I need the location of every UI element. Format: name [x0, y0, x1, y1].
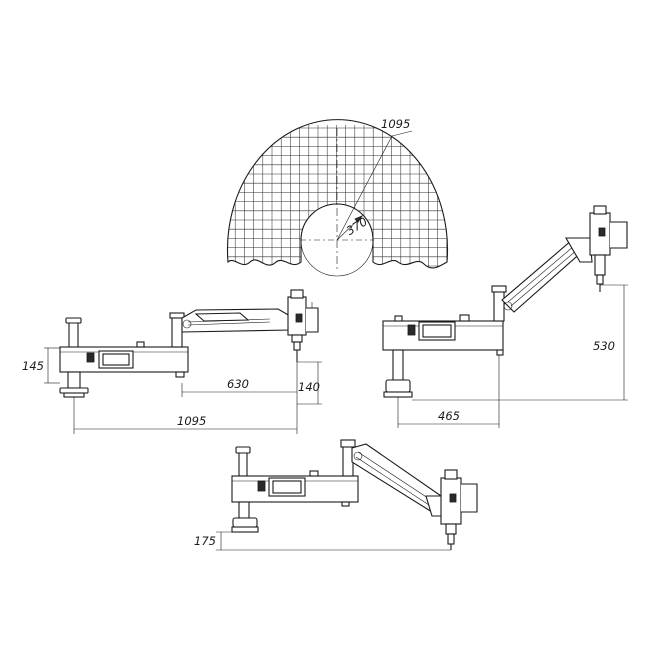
spindle-lowered	[445, 523, 457, 535]
switch-icon-raised	[407, 324, 416, 336]
top-knob-lowered	[309, 470, 319, 477]
inner-radius-arrow	[354, 215, 364, 223]
column-cap	[65, 317, 82, 324]
machine-view-lowered: 175	[194, 439, 478, 551]
foot-plate	[59, 387, 89, 394]
foot-plate-lowered	[231, 526, 259, 533]
foot-cone-lowered	[232, 517, 258, 528]
motor-top-raised	[593, 205, 607, 215]
dim-465-label: 465	[438, 409, 460, 423]
chuck	[293, 341, 301, 351]
arm-pillar-cap	[169, 312, 185, 319]
arm-lowered-joint	[353, 451, 363, 461]
foot-stem-raised	[392, 349, 404, 381]
motor-top	[290, 289, 304, 299]
switch-icon-lowered	[257, 480, 266, 492]
foot-stem	[67, 371, 81, 389]
base-support-raised	[496, 349, 504, 356]
outer-radius-leader-tail	[391, 130, 413, 137]
arm-raised-joint	[503, 301, 513, 311]
handle	[306, 307, 319, 333]
machine-view-raised: 530 465	[382, 205, 628, 428]
arm-raised-rod-2	[510, 249, 578, 307]
dim-1095-label: 1095	[177, 414, 206, 428]
dim-630-label: 630	[227, 377, 249, 391]
spindle-raised	[594, 254, 606, 276]
head-raised-panel-icon	[598, 227, 606, 237]
outer-radius-leader	[336, 135, 393, 241]
foot-pad	[63, 392, 85, 398]
chuck-lowered	[447, 533, 455, 545]
arm-joint	[182, 319, 192, 329]
column-cap-raised	[394, 315, 403, 322]
chuck-raised	[596, 274, 604, 285]
arm-lowered-rod-2	[355, 456, 433, 508]
machine-view-extended: 145 630 140 1095	[22, 289, 322, 434]
foot-cone-raised	[385, 379, 411, 393]
foot-stem-lowered	[238, 501, 250, 519]
top-knob-raised	[459, 314, 470, 322]
dim-530-label: 530	[593, 339, 615, 353]
outer-radius-label: 1095	[381, 117, 410, 131]
base-support-lowered	[341, 501, 350, 507]
column-post-lowered	[238, 451, 248, 477]
arm-rod-2	[187, 321, 271, 326]
switch-icon	[86, 352, 95, 363]
control-display	[102, 353, 130, 366]
gas-spring	[194, 312, 250, 322]
column-cap-lowered	[235, 446, 251, 454]
handle-lowered	[461, 483, 478, 513]
arm-pillar-raised	[493, 290, 505, 322]
working-area-fan: 1095 370	[226, 117, 449, 277]
arm-pillar-cap-lowered	[340, 439, 356, 448]
top-knob	[136, 341, 145, 348]
arm-pillar-cap-raised	[491, 285, 507, 293]
head-panel-icon	[295, 313, 303, 323]
motor-top-lowered	[444, 469, 458, 480]
column-post	[68, 320, 79, 349]
arm-pillar	[171, 316, 183, 348]
arm-lowered-rod	[357, 451, 435, 503]
foot-plate-raised	[383, 391, 413, 398]
spindle	[291, 334, 303, 343]
arm-raised-rod	[507, 245, 575, 303]
dim-175-label: 175	[194, 534, 216, 548]
head-lowered-panel-icon	[449, 493, 457, 503]
handle-raised	[610, 221, 628, 249]
control-display-raised	[422, 324, 452, 338]
base-support	[175, 371, 185, 378]
dim-140-label: 140	[298, 380, 320, 394]
work-area-outline	[226, 119, 449, 269]
dim-145-label: 145	[22, 359, 44, 373]
arm-raised	[501, 239, 585, 313]
arm-raised-elbow	[565, 237, 593, 263]
control-display-lowered	[272, 480, 302, 494]
